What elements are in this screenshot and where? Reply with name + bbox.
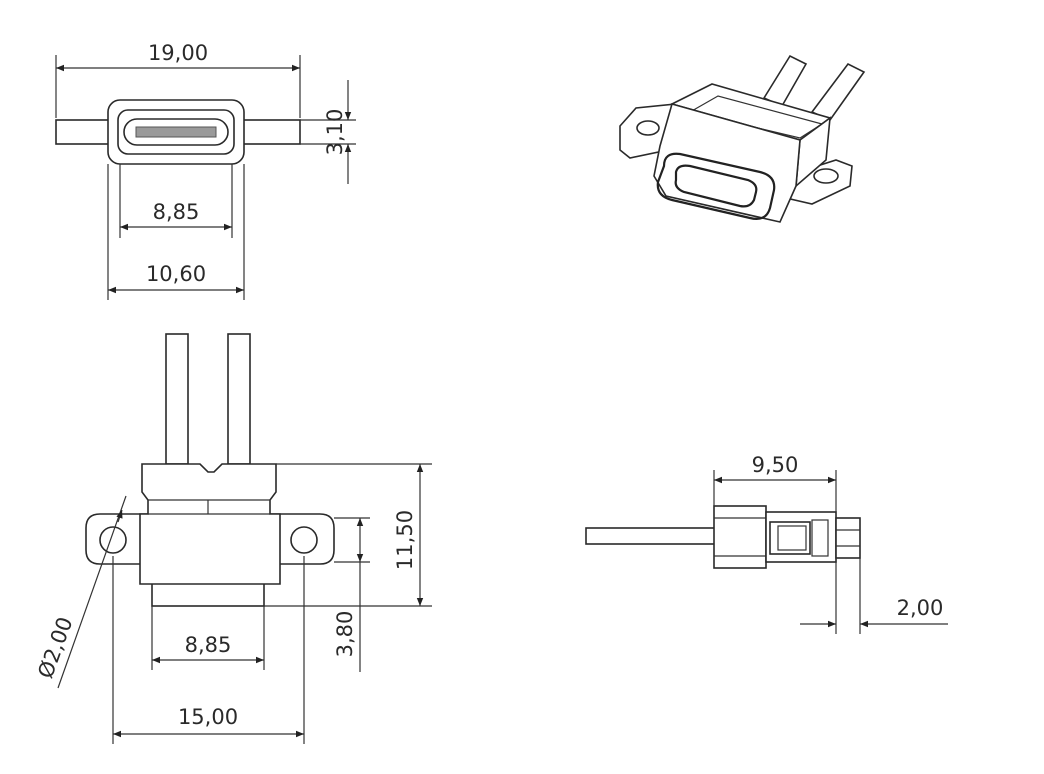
- side-flange: [835, 517, 861, 559]
- front-body: [139, 463, 281, 585]
- iso-pin-left: [762, 54, 808, 108]
- top-view: 19,00 3,10 8,85 10,60: [55, 41, 356, 300]
- iso-usb-c-opening: [656, 152, 776, 220]
- front-view: 11,50 3,80 8,85 15,00 Ø2,00: [33, 333, 432, 744]
- dim-label-top-width: 19,00: [148, 41, 208, 65]
- dim-label-side-thickness: 2,00: [897, 596, 944, 620]
- dim-label-front-height: 11,50: [393, 510, 417, 570]
- side-block-left: [713, 505, 767, 569]
- dim-label-top-inner-width: 8,85: [153, 200, 200, 224]
- dim-label-top-height: 3,10: [323, 109, 347, 156]
- iso-hole-left: [636, 120, 660, 136]
- iso-usb-c-inner: [674, 164, 758, 208]
- dim-label-front-flange-height: 3,80: [333, 611, 357, 658]
- dim-label-top-body-width: 10,60: [146, 262, 206, 286]
- front-lower-mount: [151, 581, 265, 607]
- front-pin-left: [165, 333, 189, 465]
- dim-label-front-inner-width: 8,85: [185, 633, 232, 657]
- side-pin: [585, 527, 717, 545]
- front-pin-right: [227, 333, 251, 465]
- isometric-view: [619, 54, 866, 223]
- dim-label-side-length: 9,50: [752, 453, 799, 477]
- front-hole-left: [99, 526, 127, 554]
- dim-label-hole-diameter: Ø2,00: [33, 614, 77, 682]
- side-view: 9,50 2,00: [585, 453, 948, 634]
- iso-pin-right: [810, 62, 866, 121]
- dim-label-front-hole-spacing: 15,00: [178, 705, 238, 729]
- usb-c-opening: [123, 118, 229, 146]
- front-hole-right: [290, 526, 318, 554]
- side-opening: [769, 521, 811, 555]
- usb-c-contact-slot: [135, 126, 217, 138]
- iso-hole-right: [813, 168, 839, 184]
- top-view-body-inner: [117, 109, 235, 155]
- dim-leader-hole: [57, 495, 127, 689]
